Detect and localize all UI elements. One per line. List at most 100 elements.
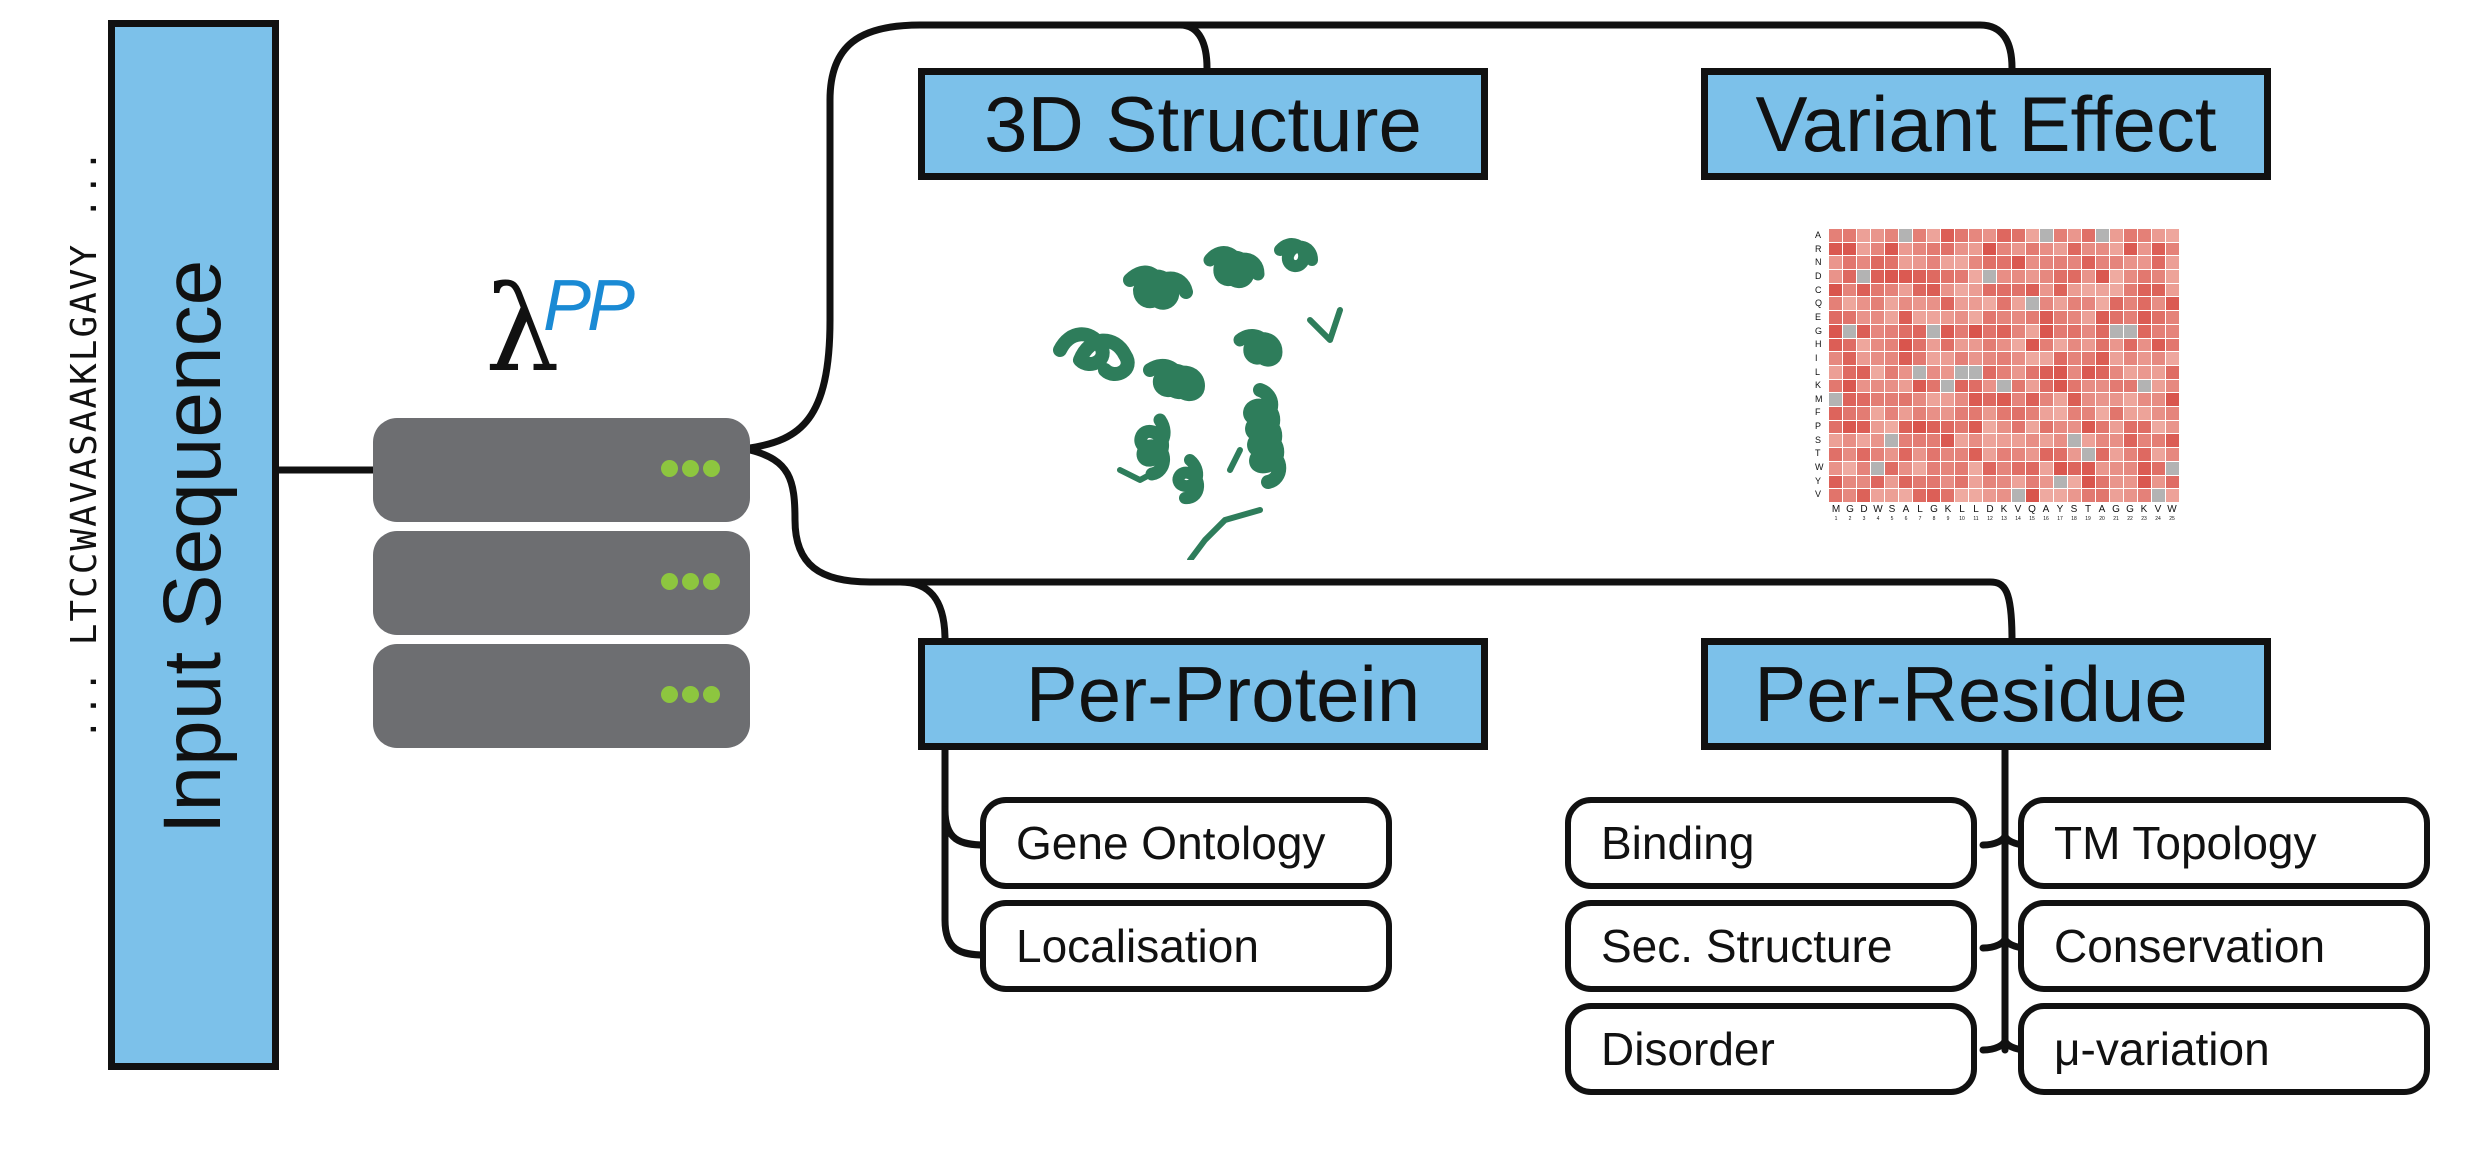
heatmap-cell (2095, 448, 2109, 461)
heatmap-cell (2067, 283, 2081, 297)
heatmap-cell (2109, 448, 2123, 461)
heatmap-cell (1927, 297, 1941, 311)
heatmap-cell (2151, 379, 2165, 393)
heatmap-cell (2081, 283, 2095, 297)
heatmap-cell (2123, 338, 2137, 352)
heatmap-cell (1955, 448, 1969, 461)
heatmap-cell (2067, 256, 2081, 270)
heatmap-cell (2137, 352, 2151, 365)
heatmap-cell (1927, 242, 1941, 256)
heatmap-cell (1857, 393, 1871, 407)
heatmap-cell (2109, 270, 2123, 283)
heatmap-cell (1983, 242, 1997, 256)
heatmap-cell (2039, 311, 2053, 324)
heatmap-cell (2025, 407, 2039, 420)
heatmap-cell (2151, 475, 2165, 489)
heatmap-grid (1829, 229, 2179, 502)
heatmap-cell (2011, 270, 2025, 283)
heatmap-cell (2067, 407, 2081, 420)
heatmap-row-label: C (1815, 284, 1822, 295)
heatmap-cell (2151, 365, 2165, 379)
heatmap-cell (2123, 393, 2137, 407)
heatmap-cell (2067, 229, 2081, 242)
heatmap-row-label: W (1815, 462, 1824, 473)
heatmap-cell (2025, 420, 2039, 434)
heatmap-cell (1997, 352, 2011, 365)
heatmap-cell (1913, 242, 1927, 256)
heatmap-cell (2067, 352, 2081, 365)
per-residue-heading: Per-Residue (1701, 638, 2271, 750)
heatmap-cell (1829, 365, 1843, 379)
heatmap-cell (1899, 461, 1913, 475)
heatmap-cell (1997, 448, 2011, 461)
heatmap-cell (2053, 407, 2067, 420)
heatmap-cell (2011, 420, 2025, 434)
heatmap-cell (2053, 420, 2067, 434)
heatmap-cell (2137, 338, 2151, 352)
heatmap-cell (1843, 489, 1857, 502)
heatmap-cell (1857, 475, 1871, 489)
heatmap-cell (1885, 229, 1899, 242)
heatmap-cell (1913, 256, 1927, 270)
heatmap-cell (2081, 352, 2095, 365)
heatmap-cell (1829, 311, 1843, 324)
heatmap-cell (2095, 475, 2109, 489)
heatmap-cell (2039, 297, 2053, 311)
heatmap-cell (1843, 229, 1857, 242)
conservation-label: Conservation (2054, 920, 2326, 972)
heatmap-row-label: P (1815, 421, 1822, 432)
heatmap-cell (1969, 407, 1983, 420)
heatmap-cell (2053, 270, 2067, 283)
heatmap-cell (2081, 407, 2095, 420)
heatmap-cell (2025, 229, 2039, 242)
heatmap-cell (2067, 489, 2081, 502)
heatmap-cell (2039, 434, 2053, 448)
heatmap-row-label: T (1815, 448, 1821, 459)
heatmap-cell (2151, 283, 2165, 297)
heatmap-cell (1913, 270, 1927, 283)
heatmap-cell (1871, 461, 1885, 475)
heatmap-cell (2137, 242, 2151, 256)
heatmap-cell (2165, 242, 2179, 256)
heatmap-cell (2137, 420, 2151, 434)
heatmap-cell (1843, 365, 1857, 379)
heatmap-cell (1913, 283, 1927, 297)
heatmap-cell (1955, 256, 1969, 270)
heatmap-cell (2165, 270, 2179, 283)
heatmap-cell (2039, 338, 2053, 352)
heatmap-cell (2095, 365, 2109, 379)
heatmap-row-label: L (1815, 366, 1821, 377)
heatmap-cell (1997, 475, 2011, 489)
heatmap-cell (2081, 270, 2095, 283)
heatmap-cell (2151, 434, 2165, 448)
heatmap-cell (1983, 448, 1997, 461)
heatmap-cell (1969, 256, 1983, 270)
heatmap-cell (2123, 324, 2137, 338)
heatmap-cell (2011, 379, 2025, 393)
heatmap-cell (1885, 311, 1899, 324)
heatmap-cell (1857, 461, 1871, 475)
heatmap-cell (2151, 352, 2165, 365)
heatmap-cell (1955, 379, 1969, 393)
heatmap-row-label: Y (1815, 475, 1822, 486)
heatmap-cell (1913, 461, 1927, 475)
heatmap-cell (2067, 393, 2081, 407)
heatmap-cell (2137, 365, 2151, 379)
heatmap-cell (1899, 407, 1913, 420)
heatmap-cell (2123, 434, 2137, 448)
heatmap-cell (2011, 365, 2025, 379)
heatmap-cell (1913, 448, 1927, 461)
heatmap-cell (2123, 489, 2137, 502)
heatmap-cell (2053, 283, 2067, 297)
heatmap-cell (2025, 256, 2039, 270)
heatmap-cell (1997, 229, 2011, 242)
heatmap-cell (2053, 434, 2067, 448)
heatmap-cell (1997, 283, 2011, 297)
heatmap-row-label: V (1815, 489, 1822, 500)
heatmap-cell (2053, 475, 2067, 489)
